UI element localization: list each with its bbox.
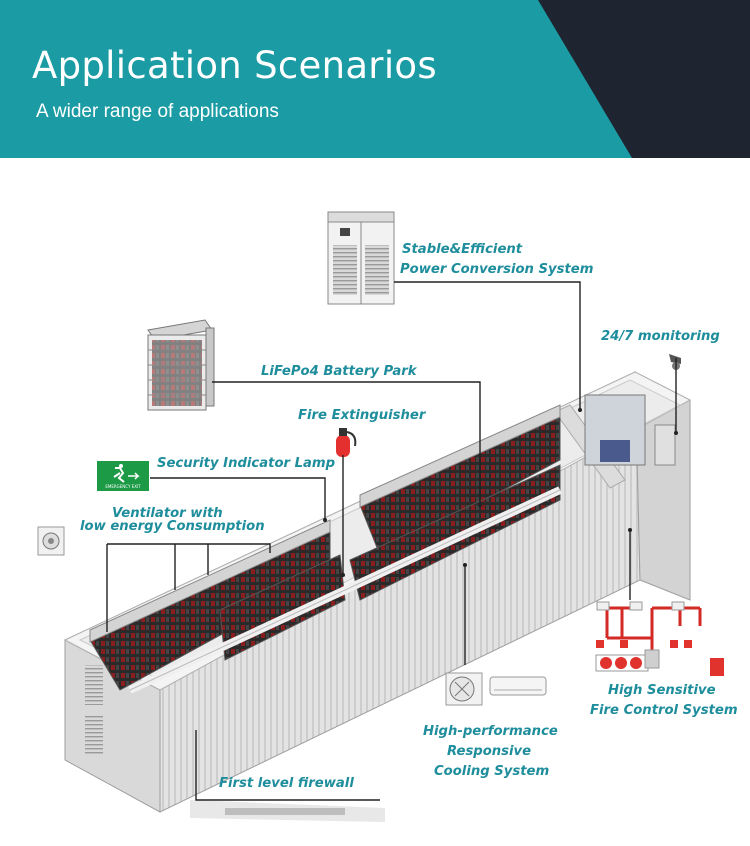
exit-sign-text: EMERGENCY EXIT (105, 484, 141, 489)
label-cooling-line1: High-performance (423, 724, 558, 739)
fire-control-system-icon (595, 601, 724, 676)
label-cooling-line3: Cooling System (434, 764, 550, 779)
header-dark-corner (538, 0, 750, 158)
page-subtitle: A wider range of applications (36, 101, 279, 122)
label-fire-control-line1: High Sensitive (608, 683, 716, 698)
cooling-unit-icon (445, 672, 547, 706)
label-fire-extinguisher: Fire Extinguisher (298, 408, 426, 423)
label-ventilator-line1: Ventilator with (112, 506, 223, 521)
label-pcs-line2: Power Conversion System (400, 262, 594, 277)
camera-icon (669, 354, 681, 370)
label-monitoring: 24/7 monitoring (601, 329, 720, 344)
label-ventilator-line2: low energy Consumption (80, 519, 265, 534)
label-fire-control-line2: Fire Control System (590, 703, 738, 718)
label-firewall: First level firewall (219, 776, 354, 791)
battery-rack-icon (147, 319, 215, 411)
emergency-exit-sign-icon: EMERGENCY EXIT (97, 461, 149, 491)
end-vent-bottom (85, 715, 103, 755)
header-banner: Application Scenarios A wider range of a… (0, 0, 750, 158)
ventilator-icon (37, 526, 65, 556)
floor-grate (225, 808, 345, 815)
fire-extinguisher-icon (336, 428, 357, 457)
end-vent-top (85, 665, 103, 705)
label-cooling-line2: Responsive (447, 744, 532, 759)
label-pcs-line1: Stable&Efficient (402, 242, 523, 257)
pcs-cabinet-icon (327, 211, 395, 305)
leader-lines (106, 281, 677, 801)
label-battery-park: LiFePo4 Battery Park (261, 364, 417, 379)
page-title: Application Scenarios (32, 44, 437, 87)
container-illustration: EMERGENCY EXIT (37, 211, 724, 822)
pcs-room (584, 394, 676, 466)
label-security-lamp: Security Indicator Lamp (157, 456, 336, 471)
